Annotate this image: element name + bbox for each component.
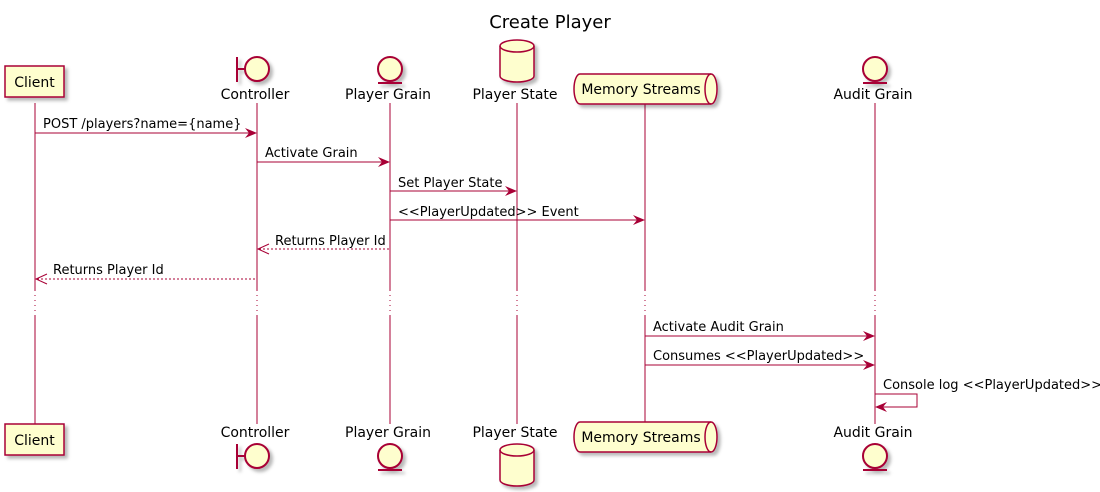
- entity-icon: [377, 56, 403, 84]
- participant-controller-top[interactable]: Controller: [221, 56, 290, 103]
- database-icon: [499, 39, 535, 83]
- boundary-icon: [236, 56, 270, 82]
- message-consumes-player-updated[interactable]: Consumes <<PlayerUpdated>>: [645, 349, 875, 370]
- message-label: POST /players?name={name}: [43, 117, 242, 132]
- message-console-log-self[interactable]: Console log <<PlayerUpdated>>: [875, 378, 1100, 412]
- participant-label: Controller: [221, 425, 290, 441]
- participant-memory-streams-bottom[interactable]: Memory Streams: [573, 421, 718, 453]
- participant-player-grain-bottom[interactable]: Player Grain: [345, 425, 431, 471]
- participant-label: Audit Grain: [833, 425, 912, 441]
- message-post-players[interactable]: POST /players?name={name}: [35, 117, 257, 138]
- participant-memory-streams-top[interactable]: Memory Streams: [573, 73, 718, 105]
- message-returns-player-id-controller[interactable]: Returns Player Id: [256, 234, 390, 255]
- message-label: Returns Player Id: [53, 263, 164, 278]
- participant-client-bottom[interactable]: Client: [4, 423, 65, 456]
- queue-icon: [573, 73, 718, 105]
- participant-player-state-bottom[interactable]: Player State: [472, 425, 558, 487]
- participant-label: Player State: [472, 425, 557, 441]
- message-label: Returns Player Id: [275, 234, 386, 249]
- participant-label: Controller: [221, 87, 290, 103]
- participant-controller-bottom[interactable]: Controller: [221, 425, 290, 469]
- database-icon: [499, 443, 535, 487]
- participant-audit-grain-bottom[interactable]: Audit Grain: [833, 425, 913, 471]
- participant-player-grain-top[interactable]: Player Grain: [345, 56, 431, 103]
- message-returns-player-id-client[interactable]: Returns Player Id: [34, 263, 257, 285]
- delay-section: [34, 290, 876, 315]
- participant-label: Client: [14, 75, 55, 91]
- message-label: Console log <<PlayerUpdated>>: [883, 378, 1100, 393]
- message-player-updated-event[interactable]: <<PlayerUpdated>> Event: [390, 205, 645, 225]
- boundary-icon: [236, 443, 270, 469]
- message-label: Set Player State: [398, 176, 502, 191]
- message-activate-audit-grain[interactable]: Activate Audit Grain: [645, 320, 875, 341]
- message-activate-grain[interactable]: Activate Grain: [257, 146, 390, 167]
- participant-label: Audit Grain: [833, 87, 912, 103]
- participant-player-state-top[interactable]: Player State: [472, 39, 558, 103]
- queue-icon: [573, 421, 718, 453]
- message-label: Activate Grain: [265, 146, 358, 161]
- diagram-title: Create Player: [489, 12, 611, 33]
- participant-label: Player Grain: [345, 425, 431, 441]
- message-label: <<PlayerUpdated>> Event: [398, 205, 579, 220]
- entity-icon: [377, 443, 403, 471]
- participant-label: Player Grain: [345, 87, 431, 103]
- participant-label: Memory Streams: [581, 82, 700, 98]
- entity-icon: [862, 443, 888, 471]
- message-label: Activate Audit Grain: [653, 320, 784, 335]
- participant-label: Memory Streams: [581, 430, 700, 446]
- participant-label: Player State: [472, 87, 557, 103]
- lifelines: [34, 103, 876, 424]
- message-set-player-state[interactable]: Set Player State: [390, 176, 517, 196]
- message-label: Consumes <<PlayerUpdated>>: [653, 349, 864, 364]
- entity-icon: [862, 56, 888, 84]
- messages: POST /players?name={name} Activate Grain…: [34, 117, 1100, 412]
- participant-label: Client: [14, 433, 55, 449]
- participant-audit-grain-top[interactable]: Audit Grain: [833, 56, 913, 103]
- participant-client-top[interactable]: Client: [4, 65, 65, 98]
